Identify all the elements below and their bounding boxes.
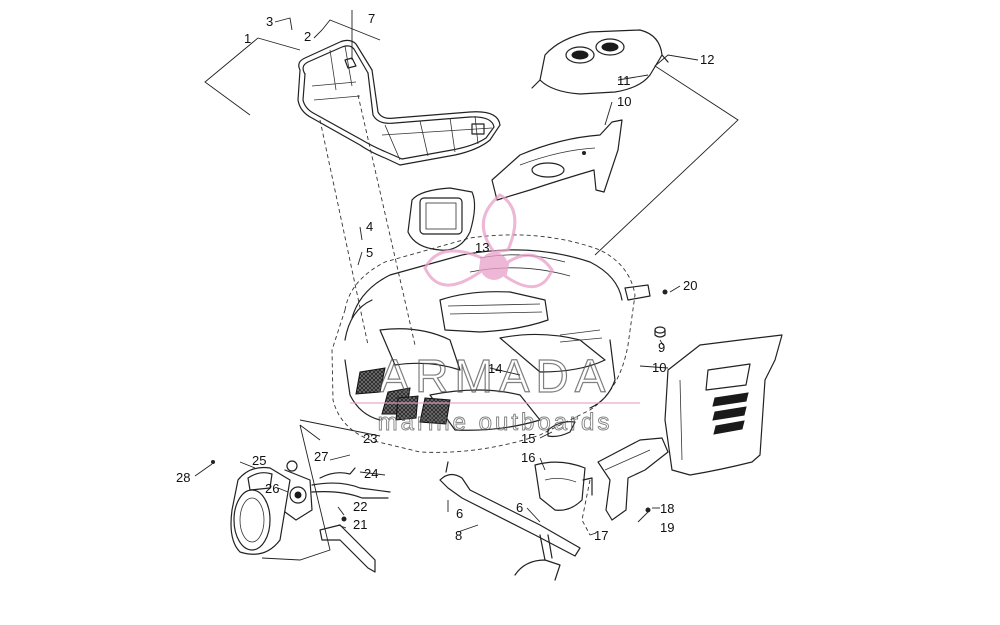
- watermark-brand: ARMADA: [379, 350, 612, 402]
- label-28: 28: [176, 470, 190, 485]
- top-console: [531, 29, 669, 95]
- label-27: 27: [314, 449, 328, 464]
- label-22: 22: [353, 499, 367, 514]
- label-12: 12: [700, 52, 714, 67]
- label-19: 19: [660, 520, 674, 535]
- front-grilles: [355, 367, 451, 425]
- watermark-tagline: marine outboards: [378, 409, 613, 436]
- propeller-logo: [423, 193, 554, 289]
- label-15: 15: [521, 431, 535, 446]
- front-rack: [297, 39, 501, 166]
- label-4: 4: [366, 219, 373, 234]
- label-23: 23: [363, 431, 377, 446]
- leader-17-line: [581, 479, 591, 536]
- leader-lines: [194, 10, 739, 561]
- bracket-18: [597, 437, 669, 521]
- label-7: 7: [368, 11, 375, 26]
- front-body-shell: [331, 234, 636, 453]
- label-16: 16: [521, 450, 535, 465]
- display-pod: [407, 187, 476, 251]
- brand-watermark: ARMADA marine outboards: [350, 193, 640, 436]
- label-20: 20: [683, 278, 697, 293]
- label-14: 14: [488, 361, 502, 376]
- vent-15: [547, 421, 576, 438]
- label-10a: 10: [617, 94, 631, 109]
- part-number-labels: 1 2 3 4 5 6 6 7 8 9 10 10 11 12 13 14 15…: [176, 11, 714, 543]
- label-2: 2: [304, 29, 311, 44]
- label-6b: 6: [516, 500, 523, 515]
- skid-guard-16: [534, 461, 593, 511]
- lower-side-panel: [664, 334, 783, 476]
- label-11: 11: [617, 73, 631, 88]
- label-24: 24: [364, 466, 378, 481]
- label-25: 25: [252, 453, 266, 468]
- label-13: 13: [475, 240, 489, 255]
- label-17: 17: [594, 528, 608, 543]
- label-26: 26: [265, 481, 279, 496]
- lower-bumper-bar: [439, 461, 581, 581]
- label-3: 3: [266, 14, 273, 29]
- label-18: 18: [660, 501, 674, 516]
- label-21: 21: [353, 517, 367, 532]
- label-8: 8: [455, 528, 462, 543]
- label-10b: 10: [652, 360, 666, 375]
- headlight-assembly: [211, 460, 391, 573]
- fastener-9: [654, 326, 666, 338]
- fastener-20: [624, 284, 668, 301]
- label-9: 9: [658, 340, 665, 355]
- label-6a: 6: [456, 506, 463, 521]
- label-1: 1: [244, 31, 251, 46]
- label-5: 5: [366, 245, 373, 260]
- upper-side-panel: [491, 119, 623, 201]
